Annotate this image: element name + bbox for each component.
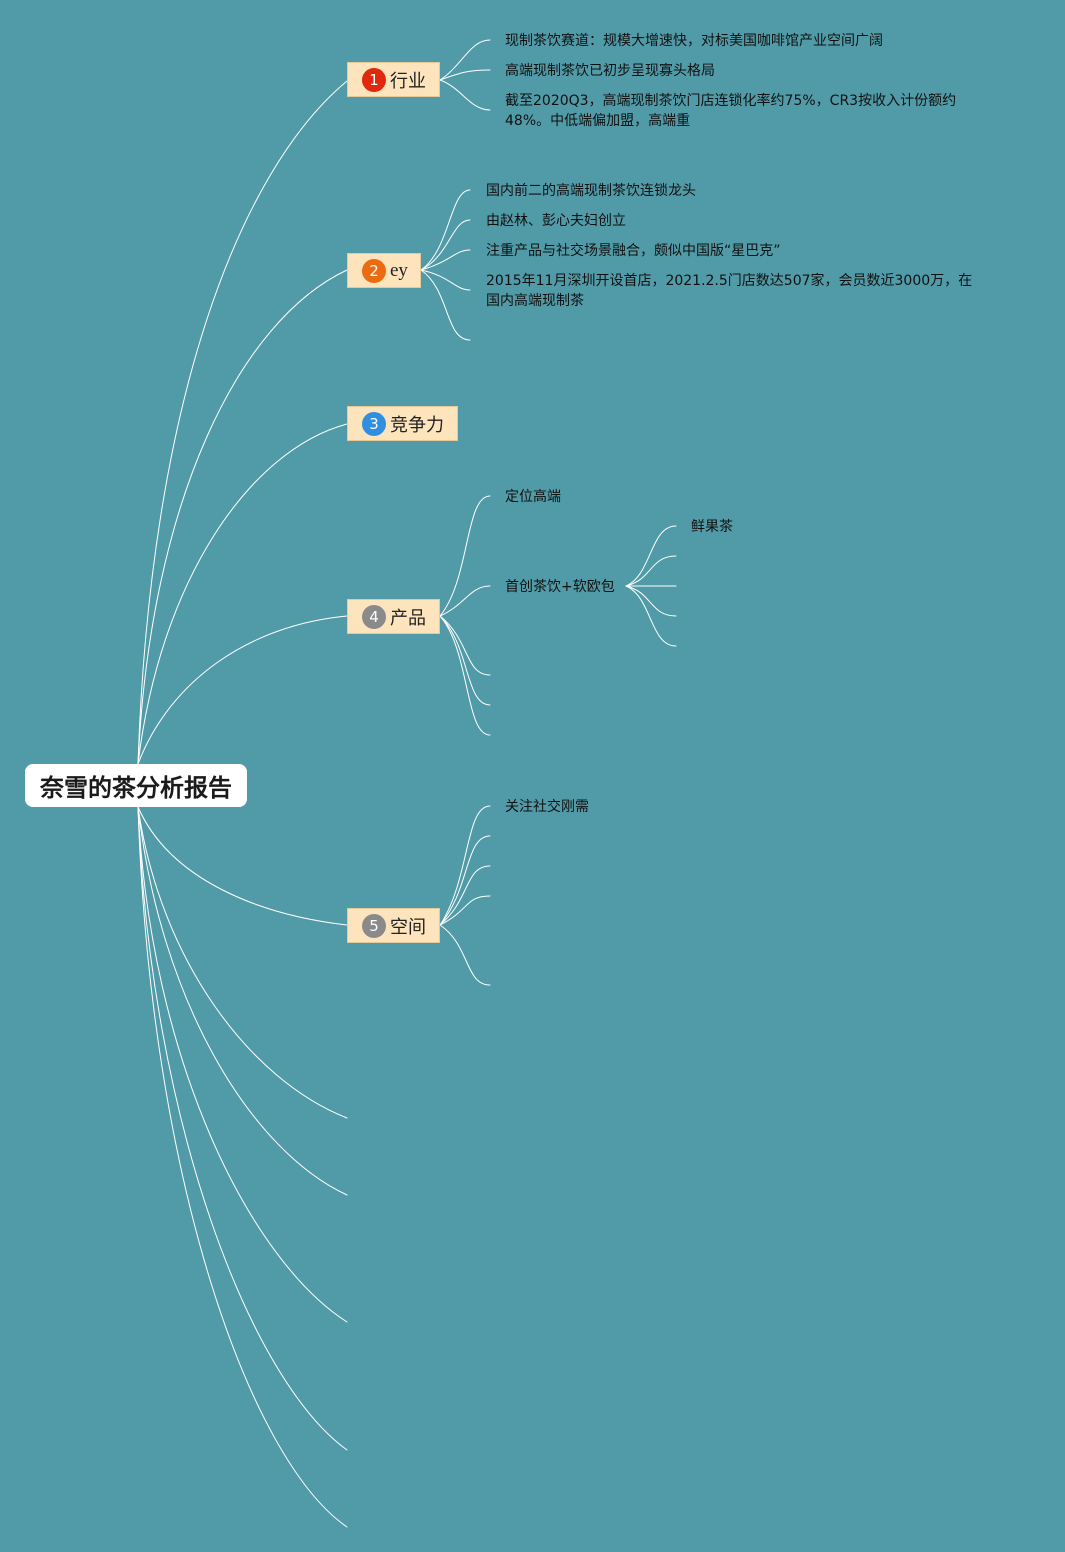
connector-t5-c2 [439, 835, 491, 926]
leaf-t1-1[interactable]: 现制茶饮赛道：规模大增速快，对标美国咖啡馆产业空间广阔 [505, 33, 883, 49]
connector-t4-c5 [439, 615, 491, 736]
badge-number-3: 3 [362, 411, 386, 436]
topic-node-4[interactable]: 4 产品 [347, 599, 440, 634]
leaf-t4-2[interactable]: 首创茶饮+软欧包 [505, 579, 615, 595]
leaf-t5-1[interactable]: 关注社交刚需 [505, 799, 589, 815]
badge-number-2: 2 [362, 258, 386, 283]
connector-t5-c4 [439, 895, 491, 926]
connector-t1-c3 [439, 79, 491, 111]
connector-t4-g5 [625, 585, 677, 647]
connector-root-topic-1 [137, 80, 348, 765]
leaf-t2-4[interactable]: 2015年11月深圳开设首店，2021.2.5门店数达507家，会员数近3000… [486, 273, 973, 309]
connector-root-topic-5 [137, 806, 348, 926]
topic-label-5: 空间 [390, 916, 426, 938]
leaf-t4-grandchild-1[interactable]: 鲜果茶 [691, 519, 733, 535]
badge-number-4: 4 [362, 604, 386, 629]
topic-label-2: ey [390, 259, 408, 281]
leaf-t2-2[interactable]: 由赵林、彭心夫妇创立 [486, 213, 626, 229]
leaf-t1-3[interactable]: 截至2020Q3，高端现制茶饮门店连锁化率约75%，CR3按收入计份额约48%。… [505, 93, 957, 129]
leaf-t2-3[interactable]: 注重产品与社交场景融合，颇似中国版“星巴克” [486, 243, 781, 259]
connector-t4-g1 [625, 525, 677, 587]
topic-label-4: 产品 [390, 607, 426, 629]
leaf-t1-2[interactable]: 高端现制茶饮已初步呈现寡头格局 [505, 63, 715, 79]
topic-label-1: 行业 [390, 70, 426, 92]
topic-label-3: 竞争力 [390, 414, 444, 436]
connector-t1-c1 [439, 39, 491, 81]
connector-t4-c1 [439, 495, 491, 617]
connector-root-topic-2 [137, 269, 348, 765]
connector-root-empty-1 [137, 806, 348, 1119]
root-node[interactable]: 奈雪的茶分析报告 [25, 764, 247, 807]
connector-root-empty-3 [137, 806, 348, 1323]
connector-t2-c5 [420, 269, 471, 341]
connector-root-topic-4 [137, 615, 348, 765]
connector-t5-c1 [439, 805, 491, 926]
connector-root-empty-2 [137, 806, 348, 1196]
topic-node-5[interactable]: 5 空间 [347, 908, 440, 943]
connector-t2-c4 [420, 269, 471, 291]
connector-t4-c3 [439, 615, 491, 676]
connector-t4-g4 [625, 585, 677, 617]
topic-node-3[interactable]: 3 竞争力 [347, 406, 458, 441]
leaf-t2-1[interactable]: 国内前二的高端现制茶饮连锁龙头 [486, 183, 696, 199]
leaf-t4-1[interactable]: 定位高端 [505, 489, 561, 505]
topic-node-1[interactable]: 1 行业 [347, 62, 440, 97]
connector-t2-c2 [420, 219, 471, 271]
connector-root-topic-3 [137, 423, 348, 765]
connector-t2-c3 [420, 249, 471, 271]
connector-t4-c4 [439, 615, 491, 706]
connector-t4-g2 [625, 555, 677, 587]
connector-t5-c5 [439, 924, 491, 986]
root-title: 奈雪的茶分析报告 [40, 774, 232, 802]
connector-root-empty-4 [137, 806, 348, 1451]
connector-root-empty-5 [137, 806, 348, 1528]
badge-number-1: 1 [362, 67, 386, 92]
connector-t5-c3 [439, 865, 491, 926]
connector-t4-c2 [439, 585, 491, 617]
connector-t2-c1 [420, 189, 471, 271]
badge-number-5: 5 [362, 913, 386, 938]
topic-node-2[interactable]: 2 ey [347, 253, 421, 288]
connector-t1-c2 [439, 69, 491, 81]
